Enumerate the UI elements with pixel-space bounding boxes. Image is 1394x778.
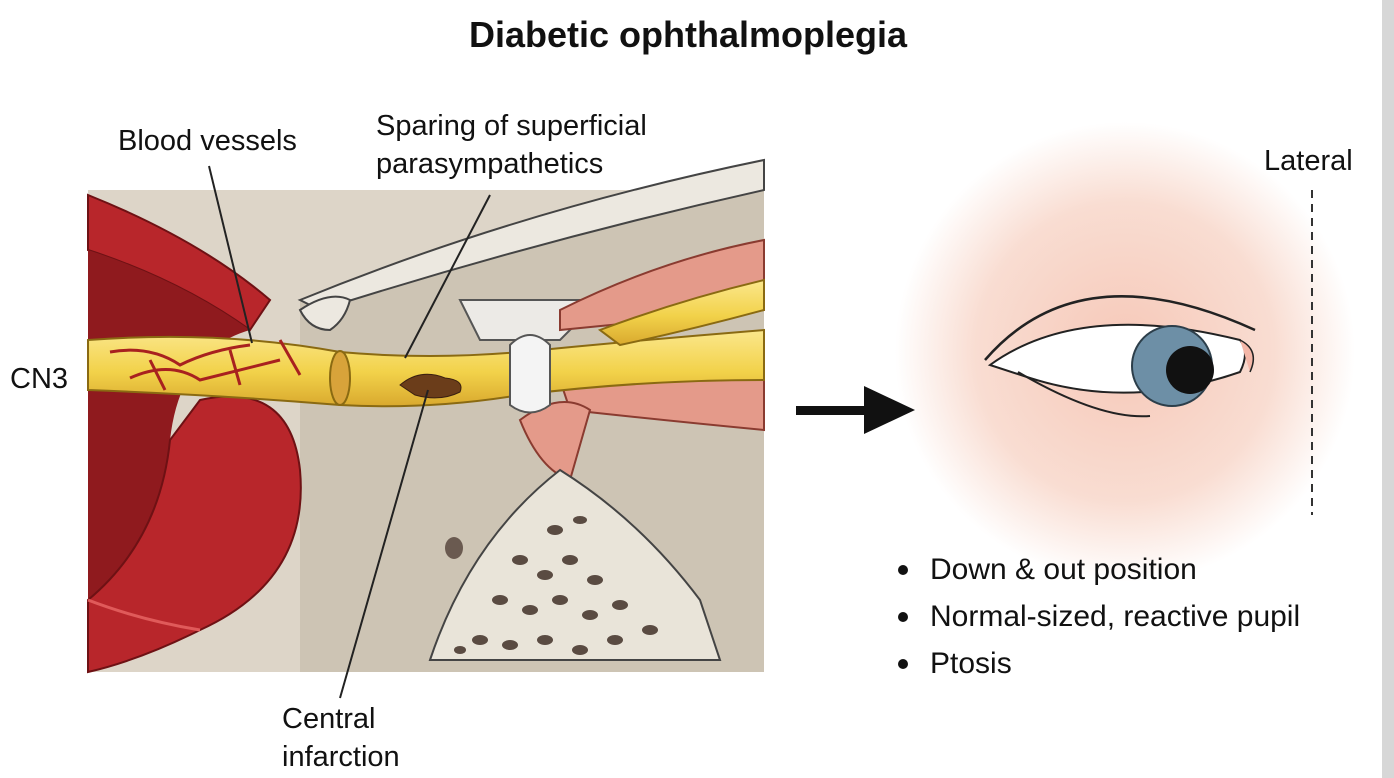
right-edge-border — [1382, 0, 1394, 778]
finding-item: Ptosis — [892, 640, 1300, 687]
diagram-title: Diabetic ophthalmoplegia — [468, 14, 908, 55]
eye-illustration — [895, 122, 1355, 582]
label-central-infarction: Central infarction — [282, 700, 400, 776]
label-central-line1: Central — [282, 703, 376, 735]
finding-item: Down & out position — [892, 546, 1300, 593]
label-blood-vessels: Blood vessels — [118, 125, 297, 157]
sphenoid-bone — [428, 468, 722, 661]
label-cn3: CN3 — [10, 363, 69, 395]
leader-lines — [208, 165, 491, 699]
label-sparing-parasympathetics: Sparing of superficial parasympathetics — [376, 107, 647, 183]
findings-list: Down & out position Normal-sized, reacti… — [892, 546, 1300, 687]
oculomotor-nerve — [87, 278, 765, 414]
label-sparing-line2: parasympathetics — [376, 148, 604, 180]
label-lateral: Lateral — [1264, 145, 1353, 177]
label-sparing-line1: Sparing of superficial — [376, 110, 647, 142]
arrow-right-icon — [796, 386, 915, 434]
finding-item: Normal-sized, reactive pupil — [892, 593, 1300, 640]
label-central-line2: infarction — [282, 741, 400, 773]
